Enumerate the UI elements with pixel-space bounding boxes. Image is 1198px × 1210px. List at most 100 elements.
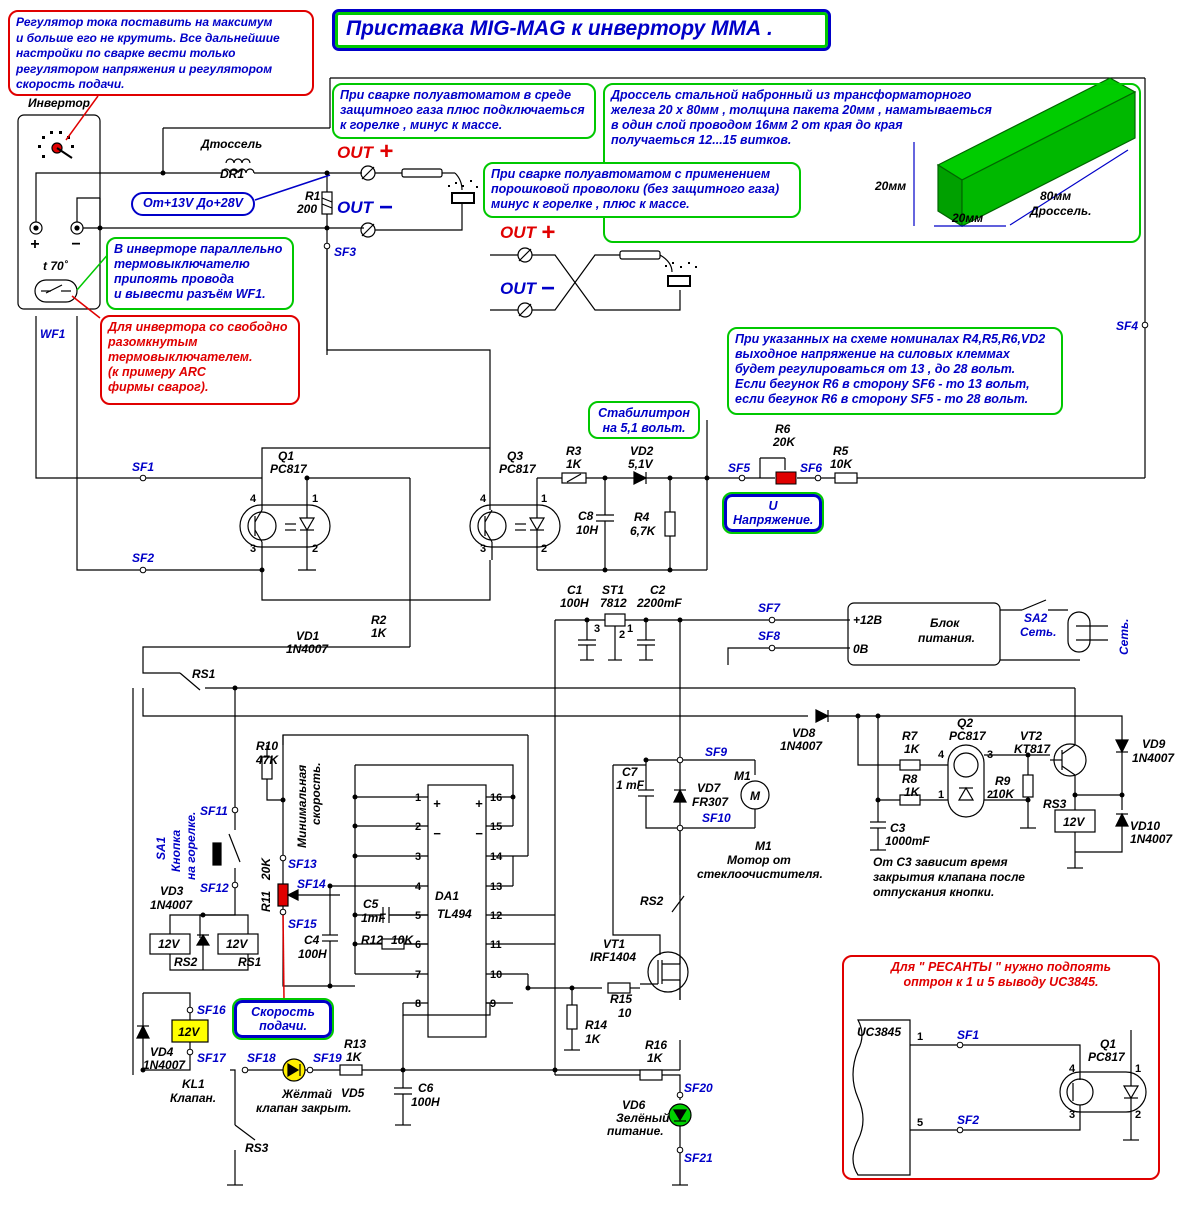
c7-label: C7 [622,765,639,779]
sa2-name: Сеть. [1020,625,1056,639]
uc-q1-pin2: 2 [1135,1109,1141,1121]
vt1-label: VT1 [603,937,625,951]
c3-value: 1000mF [885,834,930,848]
thermo-label: t 70˚ [43,259,69,273]
da1-pin-2: 2 [415,821,421,833]
motor-3: стеклоочистителя. [697,867,823,881]
sa1-2: Кнопка [169,829,183,872]
vt2-label: VT2 [1020,729,1042,743]
choke-label: Дтоссель [200,137,262,151]
sf6-label: SF6 [800,461,822,475]
vd5-label: VD5 [341,1086,365,1100]
sa1-1: SA1 [154,836,168,860]
r11-label: R11 [259,891,273,912]
da1-pin-7: 7 [415,969,421,981]
out-plus-sign: + [379,138,393,165]
kl1-2: Клапан. [170,1091,216,1105]
r15-value: 10 [618,1006,632,1020]
vd8-value: 1N4007 [780,739,823,753]
c1-value: 100H [560,596,589,610]
r16-value: 1K [647,1051,664,1065]
sa1-3: на горелке. [184,812,198,880]
mains-label: Сеть. [1117,619,1131,655]
psu-name-2: питания. [918,631,975,645]
m1-label: M1 [734,769,751,783]
voltage-range-badge: От+13V До+28V [131,192,255,216]
st1-pin3: 3 [594,623,600,635]
voltage-knob-label: U Напряжение. [722,492,824,534]
q3-pin2: 2 [541,543,547,555]
st1-value: 7812 [600,596,627,610]
rs1-coil: 12V [226,937,248,951]
r4-value: 6,7K [630,524,657,538]
q1-pin4: 4 [250,493,257,505]
rs2-coil: 12V [158,937,180,951]
da1-pin-15: 15 [490,821,502,833]
out-minus-sign: − [379,194,393,221]
sf4-label: SF4 [1116,319,1138,333]
note-flux-polarity: При сварке полуавтоматом с применением п… [483,162,801,218]
uc-q1-pin4: 4 [1069,1063,1076,1075]
note-gas-polarity: При сварке полуавтоматом в среде защитно… [332,83,596,139]
sf14-label: SF14 [297,877,326,891]
uc-sf1-label: SF1 [957,1028,979,1042]
vd3-label: VD3 [160,884,184,898]
q3-pin3: 3 [480,543,486,555]
sf17-label: SF17 [197,1051,227,1065]
rs3-label: RS3 [1043,797,1067,811]
da1-minus-2: − [475,826,483,841]
spark-icon [448,180,697,268]
q3-label: Q3 [507,449,523,463]
out-minus-label: OUT [337,198,375,217]
q3-pin4: 4 [480,493,487,505]
c2-value: 2200mF [636,596,682,610]
rs3-12v: 12V [1063,815,1085,829]
da1-plus: + [433,796,441,811]
r11-value: 20K [259,857,273,881]
vd7-value: FR307 [692,795,729,809]
r7-value: 1K [904,742,921,756]
rs2-label: RS2 [174,955,198,969]
da1-value: TL494 [437,907,472,921]
r14-value: 1K [585,1032,602,1046]
sf7-label: SF7 [758,601,781,615]
da1-pin-12: 12 [490,910,502,922]
note-c3-timing: От C3 зависит время закрытия клапана пос… [873,855,1025,899]
vd10-value: 1N4007 [1130,832,1173,846]
r8-value: 1K [904,785,921,799]
q2-pin2: 2 [987,789,993,801]
c1-label: C1 [567,583,583,597]
c8-label: C8 [578,509,594,523]
da1-pin-9: 9 [490,998,496,1010]
vd4-label: VD4 [150,1045,174,1059]
psu-0v: 0В [853,642,869,656]
r12-label: R12 [361,933,383,947]
rs1-coil-label: RS1 [238,955,262,969]
motor-1: M1 [755,839,772,853]
r6-label: R6 [775,422,791,436]
c6-label: C6 [418,1081,434,1095]
min-speed-1: Минимальная [295,765,309,848]
r10-label: R10 [256,739,278,753]
rs1-label: RS1 [192,667,216,681]
q2-type: PC817 [949,729,987,743]
sa2-label: SA2 [1024,611,1048,625]
da1-pin-13: 13 [490,881,502,893]
da1-pin-16: 16 [490,792,502,804]
choke-dim-name: Дроссель. [1029,204,1091,218]
yellow-1: Жёлтай [281,1087,333,1101]
q2-label: Q2 [957,716,973,730]
sf19-label: SF19 [313,1051,342,1065]
c4-label: C4 [304,933,320,947]
q1-pin1: 1 [312,493,318,505]
da1-pin-3: 3 [415,851,421,863]
da1-pin-11: 11 [490,939,502,951]
st1-label: ST1 [602,583,624,597]
note-thermo-open: Для инвертора со свободно разомкнутым те… [100,315,300,405]
c2-label: C2 [650,583,666,597]
vd2-label: VD2 [630,444,654,458]
uc-q1-type: PC817 [1088,1050,1126,1064]
vd3-value: 1N4007 [150,898,193,912]
c8-value: 10H [576,523,598,537]
sf20-label: SF20 [684,1081,713,1095]
